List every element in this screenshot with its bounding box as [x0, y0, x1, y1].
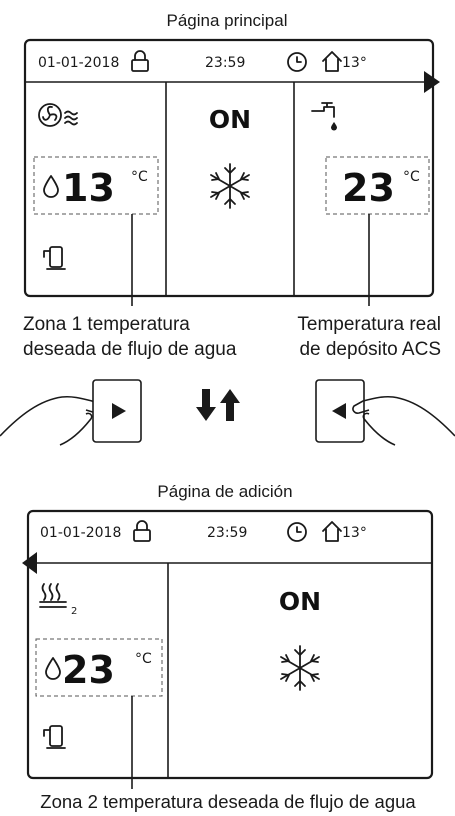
house-icon: [322, 521, 342, 542]
previous-page-arrow-icon[interactable]: [22, 552, 37, 574]
main-outdoor-temp: 13°: [342, 55, 367, 71]
water-drop-icon: [43, 175, 59, 198]
main-screen-frame: [23, 38, 435, 298]
callout-zone1-line1: Zona 1 temperatura: [23, 314, 190, 335]
zone2-setpoint-value: 23: [62, 648, 115, 692]
addition-time: 23:59: [207, 525, 247, 541]
zone1-unit: °C: [131, 169, 148, 185]
up-down-arrows-icon: [196, 389, 240, 421]
left-button-with-hand: [315, 379, 455, 446]
lock-icon: [133, 520, 151, 542]
tap-icon: [311, 102, 337, 131]
addition-screen-frame: [26, 509, 434, 780]
addition-page-title: Página de adición: [157, 482, 292, 501]
triangle-left-icon: [332, 403, 346, 419]
right-button-with-hand: [0, 379, 142, 446]
snowflake-icon: [280, 645, 320, 691]
left-hand-outline: [0, 395, 103, 446]
dhw-temp-value: 23: [342, 166, 395, 210]
tank-icon: [43, 725, 66, 749]
next-page-arrow-icon[interactable]: [424, 71, 440, 93]
callout-dhw-line1: Temperatura real: [297, 314, 441, 335]
water-drop-icon: [45, 657, 61, 680]
fan-coil-icon: [38, 103, 78, 127]
dhw-temp-box: [325, 156, 430, 215]
main-on-status: ON: [209, 105, 251, 134]
clock-icon: [287, 522, 307, 542]
zone2-unit: °C: [135, 651, 152, 667]
zone1-setpoint-value: 13: [62, 166, 115, 210]
main-page-screen: 01-01-2018 23:59 13° 13 °C: [23, 38, 440, 298]
zone2-setpoint-box[interactable]: [35, 638, 163, 697]
main-page-title: Página principal: [167, 11, 288, 30]
clock-icon: [287, 52, 307, 72]
addition-page-screen: 01-01-2018 23:59 13° 2 23 °C: [22, 509, 434, 780]
floor-heating-icon: [39, 583, 67, 608]
tank-icon: [43, 246, 66, 270]
snowflake-icon: [210, 163, 250, 209]
right-hand-outline: [352, 395, 455, 446]
callout-dhw-line2: de depósito ACS: [299, 339, 441, 360]
main-date: 01-01-2018: [38, 55, 119, 71]
zone2-number: 2: [71, 606, 77, 617]
house-icon: [322, 51, 342, 72]
addition-on-status: ON: [279, 587, 321, 616]
callout-zone1-line2: deseada de flujo de agua: [23, 339, 237, 360]
callout-zone2: Zona 2 temperatura deseada de flujo de a…: [40, 791, 416, 812]
addition-date: 01-01-2018: [40, 525, 121, 541]
triangle-right-icon: [112, 403, 126, 419]
main-time: 23:59: [205, 55, 245, 71]
addition-outdoor-temp: 13°: [342, 525, 367, 541]
lock-icon: [131, 50, 149, 72]
dhw-unit: °C: [403, 169, 420, 185]
